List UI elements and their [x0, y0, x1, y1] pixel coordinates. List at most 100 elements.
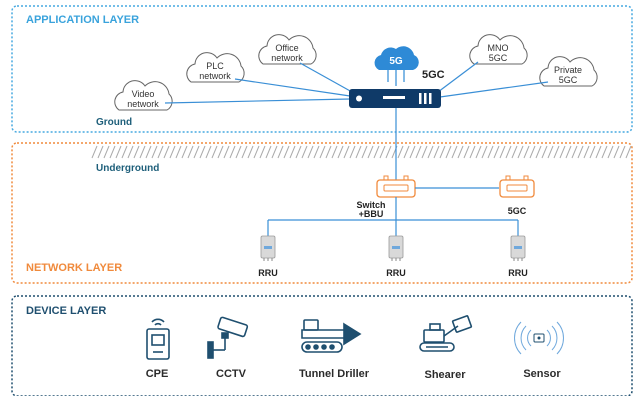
- hatch-mark: [625, 145, 632, 159]
- hatch-mark: [337, 145, 344, 159]
- rru-device: [388, 235, 404, 261]
- hatch-mark: [283, 145, 290, 159]
- device-label-cpe: CPE: [146, 368, 169, 380]
- hatch-mark: [361, 145, 368, 159]
- cloud-label-line2: 5GC: [489, 53, 508, 63]
- hatch-mark: [463, 145, 470, 159]
- 5g-cloud-label: 5G: [389, 56, 403, 67]
- device-layer-title: DEVICE LAYER: [26, 305, 106, 317]
- hatch-mark: [571, 145, 578, 159]
- cloud-mno-5gc: MNO 5GC: [469, 34, 528, 65]
- hatch-mark: [301, 145, 308, 159]
- cloud-icon: [114, 80, 173, 111]
- core-server: [349, 89, 441, 108]
- hatch-mark: [415, 145, 422, 159]
- hatch-mark: [589, 145, 596, 159]
- hatch-mark: [373, 145, 380, 159]
- hatch-mark: [319, 145, 326, 159]
- hatch-mark: [169, 145, 176, 159]
- hatch-mark: [181, 145, 188, 159]
- hatch-mark: [505, 145, 512, 159]
- hatch-mark: [601, 145, 608, 159]
- rru-label: RRU: [258, 268, 278, 278]
- hatch-mark: [553, 145, 560, 159]
- hatch-mark: [103, 145, 110, 159]
- hatch-mark: [535, 145, 542, 159]
- hatch-mark: [397, 145, 404, 159]
- hatch-mark: [433, 145, 440, 159]
- hatch-mark: [493, 145, 500, 159]
- hatch-mark: [121, 145, 128, 159]
- cloud-office-network: Office network: [258, 34, 317, 65]
- rru-links: [267, 197, 519, 236]
- cloud-label-line1: PLC: [206, 61, 224, 71]
- hatch-mark: [451, 145, 458, 159]
- hatch-mark: [91, 145, 98, 159]
- hatch-mark: [289, 145, 296, 159]
- hatch-mark: [151, 145, 158, 159]
- cloud-label-line1: Private: [554, 65, 582, 75]
- hatch-mark: [607, 145, 614, 159]
- hatch-mark: [325, 145, 332, 159]
- hatch-mark: [403, 145, 410, 159]
- hatch-mark: [307, 145, 314, 159]
- hatch-mark: [427, 145, 434, 159]
- application-layer-title: APPLICATION LAYER: [26, 14, 139, 26]
- hatch-mark: [139, 145, 146, 159]
- hatch-mark: [583, 145, 590, 159]
- hatch-mark: [235, 145, 242, 159]
- core-5gc-label: 5GC: [422, 69, 445, 81]
- shearer-icon: [419, 315, 473, 352]
- device-label-shearer: Shearer: [425, 369, 467, 381]
- hatch-mark: [349, 145, 356, 159]
- hatch-mark: [175, 145, 182, 159]
- hatch-mark: [115, 145, 122, 159]
- hatch-mark: [613, 145, 620, 159]
- device-label-tunnel-driller: Tunnel Driller: [299, 368, 370, 380]
- edge-5gc-device: [499, 175, 535, 198]
- hatch-mark: [229, 145, 236, 159]
- device-label-sensor: Sensor: [523, 368, 561, 380]
- hatch-mark: [127, 145, 134, 159]
- hatch-mark: [259, 145, 266, 159]
- cloud-label-line2: network: [271, 53, 303, 63]
- edge-5gc-label: 5GC: [508, 206, 527, 216]
- hatch-mark: [313, 145, 320, 159]
- cloud-icon: [258, 34, 317, 65]
- cloud-label-line1: Video: [132, 89, 155, 99]
- cloud-icon: [469, 34, 528, 65]
- rru-device: [260, 235, 276, 261]
- network-layer-box: [11, 142, 633, 284]
- hatch-mark: [469, 145, 476, 159]
- device-label-cctv: CCTV: [216, 368, 247, 380]
- network-layer-title: NETWORK LAYER: [26, 262, 122, 274]
- switch-label-line1: Switch: [356, 200, 385, 210]
- hatch-mark: [439, 145, 446, 159]
- hatch-mark: [565, 145, 572, 159]
- hatch-mark: [295, 145, 302, 159]
- cctv-camera-icon: [207, 316, 249, 359]
- hatch-mark: [211, 145, 218, 159]
- hatch-mark: [523, 145, 530, 159]
- cpe-icon: [146, 318, 170, 360]
- cloud-label-line2: network: [127, 99, 159, 109]
- hatch-mark: [457, 145, 464, 159]
- hatch-mark: [487, 145, 494, 159]
- tunnel-driller-icon: [301, 319, 362, 353]
- ground-hatch-pattern: [91, 145, 632, 159]
- hatch-mark: [499, 145, 506, 159]
- hatch-mark: [247, 145, 254, 159]
- hatch-mark: [277, 145, 284, 159]
- hatch-mark: [223, 145, 230, 159]
- hatch-mark: [187, 145, 194, 159]
- ground-label: Ground: [96, 117, 132, 128]
- hatch-mark: [145, 145, 152, 159]
- hatch-mark: [157, 145, 164, 159]
- hatch-mark: [133, 145, 140, 159]
- hatch-mark: [205, 145, 212, 159]
- hatch-mark: [595, 145, 602, 159]
- hatch-mark: [511, 145, 518, 159]
- hatch-mark: [265, 145, 272, 159]
- hatch-mark: [97, 145, 104, 159]
